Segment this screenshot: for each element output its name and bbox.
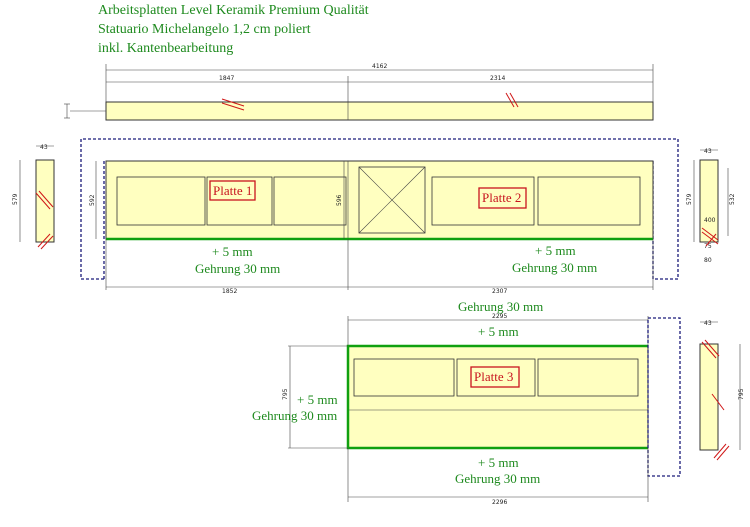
- island-top-mm: + 5 mm: [478, 324, 519, 339]
- top-strip-panel: [105, 101, 654, 121]
- island-depth: 795: [282, 388, 289, 400]
- side-island-panel: [699, 343, 719, 451]
- island: Gehrung 30 mm 2295 + 5 mm Platte 3 795 +…: [252, 299, 681, 506]
- island-top-miter: Gehrung 30 mm: [458, 299, 543, 314]
- plate-2-box: [478, 187, 527, 209]
- island-bottom-width: 2296: [492, 499, 507, 506]
- cabinet-front: [431, 176, 535, 226]
- island-cabinet: [537, 358, 639, 397]
- side-right-depth-c: 400: [704, 217, 716, 224]
- side-left-panel: [35, 159, 55, 243]
- total-width-label: 4162: [372, 63, 387, 70]
- top-strip: 4162 1847 2314: [64, 63, 654, 121]
- island-left-mm: + 5 mm: [297, 392, 338, 407]
- plate-1-label: Platte 1: [213, 183, 252, 198]
- side-right-depth-d: 75: [704, 243, 712, 250]
- left-miter-note: Gehrung 30 mm: [195, 261, 280, 276]
- depth-mid-label: 596: [336, 194, 343, 206]
- right-width-label: 2314: [490, 75, 505, 82]
- plate-3-label: Platte 3: [474, 369, 513, 384]
- break-mark: [221, 92, 519, 111]
- island-miter-edge: [346, 344, 648, 450]
- island-top-width: 2295: [492, 313, 507, 320]
- right-mm-note: + 5 mm: [535, 243, 576, 258]
- cabinet-front: [537, 176, 641, 226]
- side-island-thickness: 43: [704, 320, 712, 327]
- side-right-depth-b: 532: [729, 193, 736, 205]
- bottom-right-label: 2307: [492, 288, 507, 295]
- depth-left-label: 592: [89, 194, 96, 206]
- side-left: 43 579: [12, 144, 55, 250]
- island-left-miter: Gehrung 30 mm: [252, 408, 337, 423]
- side-right-panel: [699, 159, 719, 243]
- side-right: 43 579 532 400 75 80: [686, 148, 736, 264]
- side-right-thickness: 43: [704, 148, 712, 155]
- left-mm-note: + 5 mm: [212, 244, 253, 259]
- side-right-depth-e: 80: [704, 257, 712, 264]
- cabinet-front: [116, 176, 206, 226]
- island-cabinet: [456, 358, 536, 397]
- side-right-depth-a: 579: [686, 193, 693, 205]
- bottom-left-label: 1852: [222, 288, 237, 295]
- side-island-depth: 795: [738, 388, 745, 400]
- plate-2-label: Platte 2: [482, 190, 521, 205]
- plate-3-box: [470, 366, 520, 388]
- island-bottom-mm: + 5 mm: [478, 455, 519, 470]
- title-line-1: Arbeitsplatten Level Keramik Premium Qua…: [98, 3, 369, 18]
- left-width-label: 1847: [219, 75, 234, 82]
- title-line-2: Statuario Michelangelo 1,2 cm poliert: [98, 22, 311, 37]
- side-island: 43 795: [699, 320, 745, 461]
- side-left-thickness: 43: [40, 144, 48, 151]
- plate-1-box: [209, 180, 256, 201]
- side-left-depth: 579: [12, 193, 19, 205]
- title-line-3: inkl. Kantenbearbeitung: [98, 41, 234, 56]
- island-cabinet: [353, 358, 455, 397]
- island-bottom-miter: Gehrung 30 mm: [455, 471, 540, 486]
- cabinet-front: [273, 176, 347, 226]
- main-run: Platte 1 Platte 2 592 596 1852 2307 + 5 …: [80, 138, 679, 295]
- cabinet-front: [206, 176, 273, 226]
- right-miter-note: Gehrung 30 mm: [512, 260, 597, 275]
